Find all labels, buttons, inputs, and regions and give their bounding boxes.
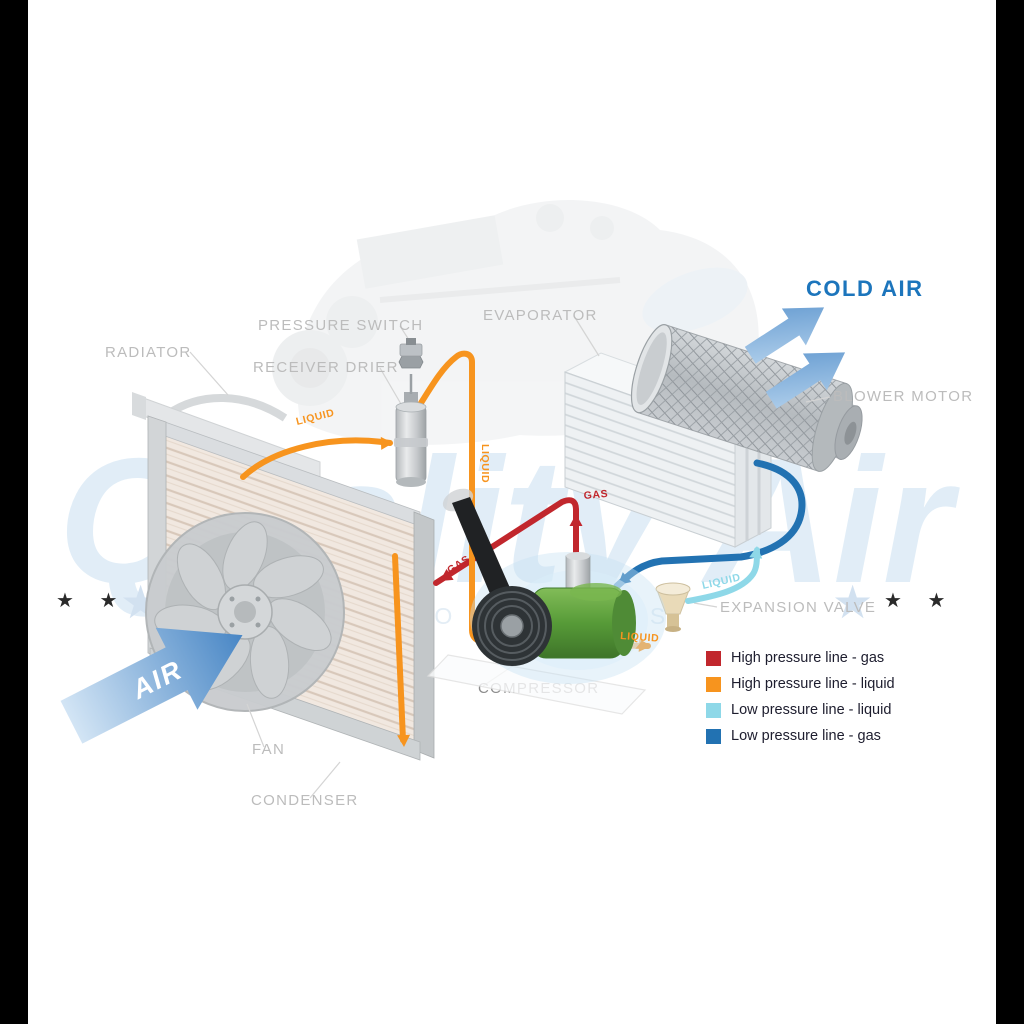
label-blower-motor: BLOWER MOTOR (833, 388, 973, 405)
legend-label: Low pressure line - liquid (731, 702, 892, 718)
pipe-low-pressure-gas (613, 459, 806, 590)
watermark-big-star-right: ★ (832, 576, 873, 628)
blower-motor (630, 324, 863, 472)
flow-arrow (749, 546, 763, 559)
legend-swatch-high-gas (706, 650, 721, 666)
receiver-drier (394, 392, 428, 487)
legend-item: Low pressure line - gas (706, 728, 895, 744)
flow-arrow (569, 514, 583, 526)
legend-item: Low pressure line - liquid (706, 702, 895, 718)
cold-air-label: COLD AIR (806, 276, 924, 301)
legend-label: High pressure line - liquid (731, 676, 895, 692)
legend-swatch-low-liquid (706, 702, 721, 718)
cold-air-flow: COLD AIR (744, 276, 924, 409)
pipe-inside-condenser (392, 553, 406, 743)
refrigerant-lines (240, 350, 806, 649)
flow-label-liquid: LIQUID (620, 630, 660, 645)
pressure-switch (398, 338, 424, 394)
label-evaporator: EVAPORATOR (483, 307, 598, 324)
label-pressure-switch: PRESSURE SWITCH (258, 317, 423, 334)
cold-air-arrow (765, 352, 846, 409)
flow-arrow (440, 569, 454, 581)
compressor-pulley (472, 586, 552, 666)
legend-swatch-high-liquid (706, 676, 721, 692)
legend: High pressure line - gas High pressure l… (706, 650, 895, 744)
compressor (442, 488, 666, 684)
pipe-high-pressure-gas (433, 497, 579, 591)
flow-arrow (380, 436, 393, 450)
expansion-valve (655, 582, 691, 632)
flow-arrow (638, 638, 651, 652)
left-black-bar (0, 0, 28, 1024)
flow-label-liquid: LIQUID (479, 444, 491, 483)
label-receiver-drier: RECEIVER DRIER (253, 359, 399, 376)
watermark-stars-right: ★ ★ (884, 590, 955, 612)
engine-ghost (272, 200, 759, 445)
legend-item: High pressure line - gas (706, 650, 895, 666)
label-radiator: RADIATOR (105, 344, 192, 361)
cold-air-arrow (744, 307, 825, 364)
flow-arrow (397, 734, 411, 747)
label-condenser: CONDENSER (251, 792, 359, 809)
label-expansion-valve: EXPANSION VALVE (720, 599, 876, 616)
pipe-low-pressure-liquid (685, 547, 760, 604)
compressor-tray (426, 654, 647, 715)
pipe-condenser-to-drier (240, 437, 393, 480)
air-arrow (60, 627, 243, 744)
legend-item: High pressure line - liquid (706, 676, 895, 692)
label-fan: FAN (252, 741, 285, 758)
flow-label-gas: GAS (583, 488, 609, 502)
legend-swatch-low-gas (706, 728, 721, 744)
legend-label: Low pressure line - gas (731, 728, 881, 744)
right-black-bar (996, 0, 1024, 1024)
legend-label: High pressure line - gas (731, 650, 885, 666)
watermark-stars-left: ★ ★ (56, 590, 127, 612)
